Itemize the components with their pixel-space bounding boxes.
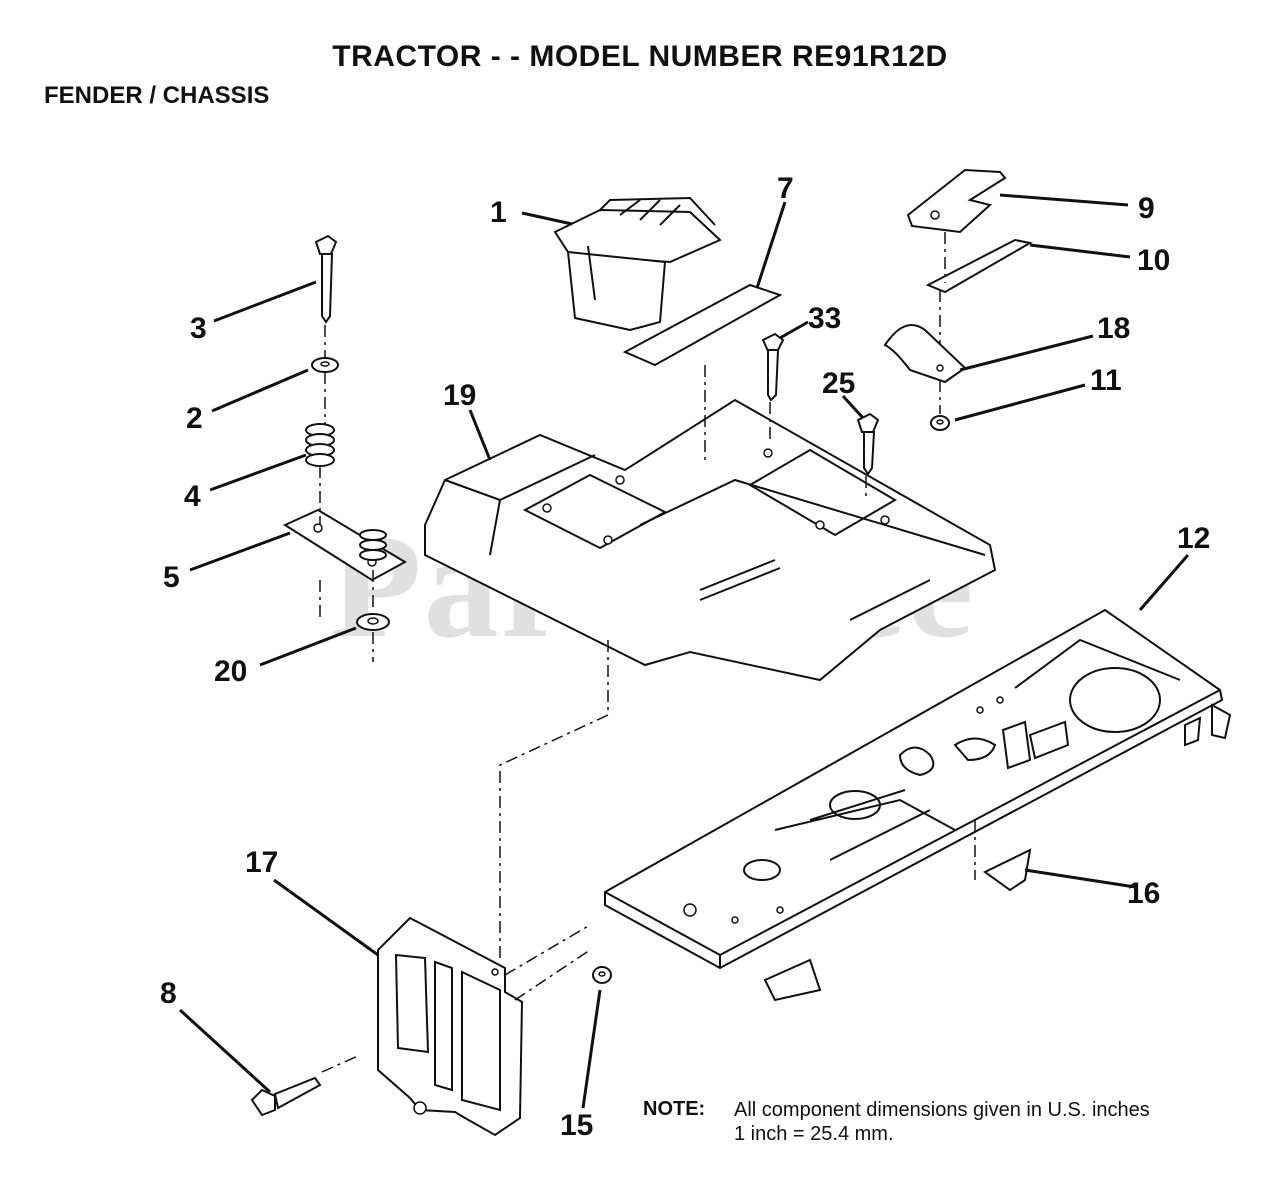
callout-7: 7 [777,172,794,205]
part-1-tray[interactable] [553,196,722,332]
part-10-bracket[interactable] [925,238,1033,294]
part-4-spring[interactable] [305,423,335,467]
part-11-nut[interactable] [930,415,950,431]
part-5-plate[interactable] [282,508,408,582]
callout-8: 8 [160,977,177,1010]
part-12-chassis[interactable] [604,608,1232,1002]
callout-25: 25 [822,367,855,400]
callout-19: 19 [443,379,476,412]
note-line-1: All component dimensions given in U.S. i… [734,1099,1150,1121]
callout-10: 10 [1137,244,1170,277]
section-subtitle: FENDER / CHASSIS [44,82,270,109]
note-text: All component dimensions given in U.S. i… [734,1098,1150,1146]
callout-2: 2 [186,402,203,435]
page-title: TRACTOR - - MODEL NUMBER RE91R12D [332,40,948,73]
callout-18: 18 [1097,312,1130,345]
callout-17: 17 [245,846,278,879]
leader-lines [178,193,1190,1109]
callout-3: 3 [190,312,207,345]
part-19-fender[interactable] [424,398,997,682]
part-15-nut[interactable] [592,966,612,984]
part-3-bolt[interactable] [314,234,338,324]
callout-16: 16 [1127,877,1160,910]
callout-11: 11 [1090,364,1122,397]
part-8-bolt[interactable] [250,1076,322,1117]
callout-33: 33 [808,302,841,335]
part-20-washer[interactable] [356,613,390,631]
callout-4: 4 [184,480,201,513]
part-17-plate[interactable] [377,916,524,1137]
part-9-plate[interactable] [906,168,1007,234]
part-18-clamp[interactable] [883,324,967,384]
part-2-washer[interactable] [311,357,339,373]
callout-12: 12 [1177,522,1210,555]
note-label: NOTE: [643,1098,706,1120]
note-line-2: 1 inch = 25.4 mm. [734,1123,894,1145]
part-25-screw[interactable] [856,412,880,476]
part-33-screw[interactable] [761,332,785,402]
callout-20: 20 [214,655,247,688]
callout-15: 15 [560,1109,593,1142]
part-7-decal[interactable] [622,283,783,367]
callout-5: 5 [163,561,180,594]
callout-1: 1 [490,196,507,229]
part-16-wedge[interactable] [983,848,1032,892]
callout-9: 9 [1138,192,1155,225]
assembly-lines [319,232,976,1073]
